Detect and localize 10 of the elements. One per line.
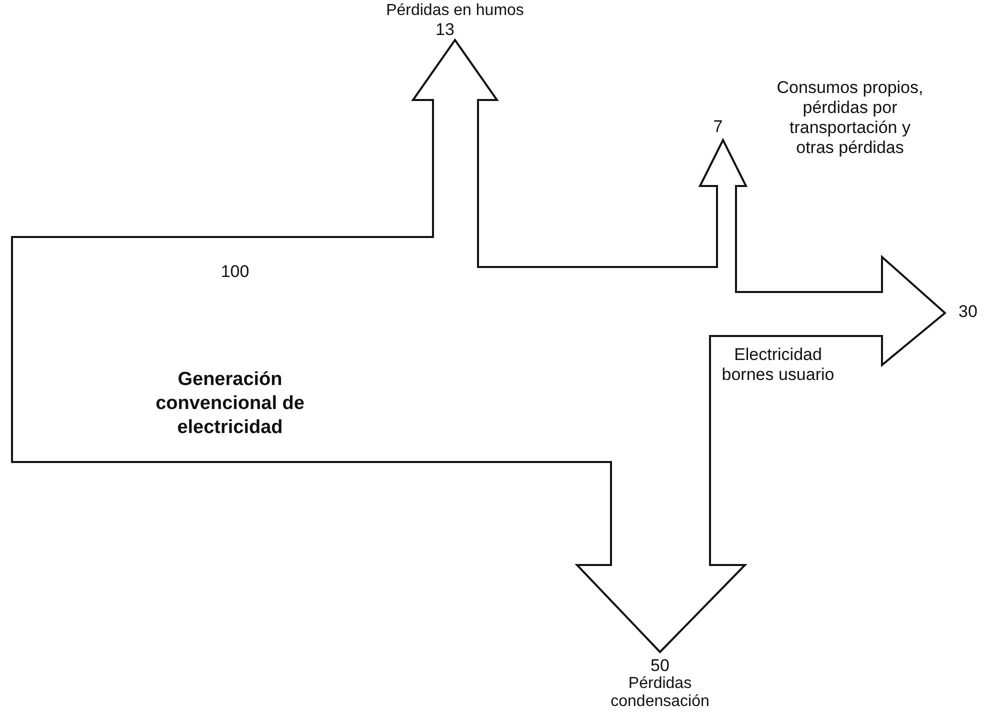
flow-value: 7 — [712, 117, 724, 137]
flow-label: Pérdidas en humos — [385, 2, 525, 20]
flow-label: Electricidad bornes usuario — [720, 345, 836, 385]
flow-value: 30 — [958, 302, 978, 322]
flow-label: Generación convencional de electricidad — [154, 368, 306, 440]
flow-value: 13 — [434, 20, 456, 40]
flow-value: 100 — [220, 262, 250, 282]
flow-label: Pérdidas condensación — [610, 675, 710, 711]
flow-value: 50 — [650, 656, 670, 676]
flow-label: Consumos propios, pérdidas por transportación y otras pérdidas — [776, 78, 924, 158]
